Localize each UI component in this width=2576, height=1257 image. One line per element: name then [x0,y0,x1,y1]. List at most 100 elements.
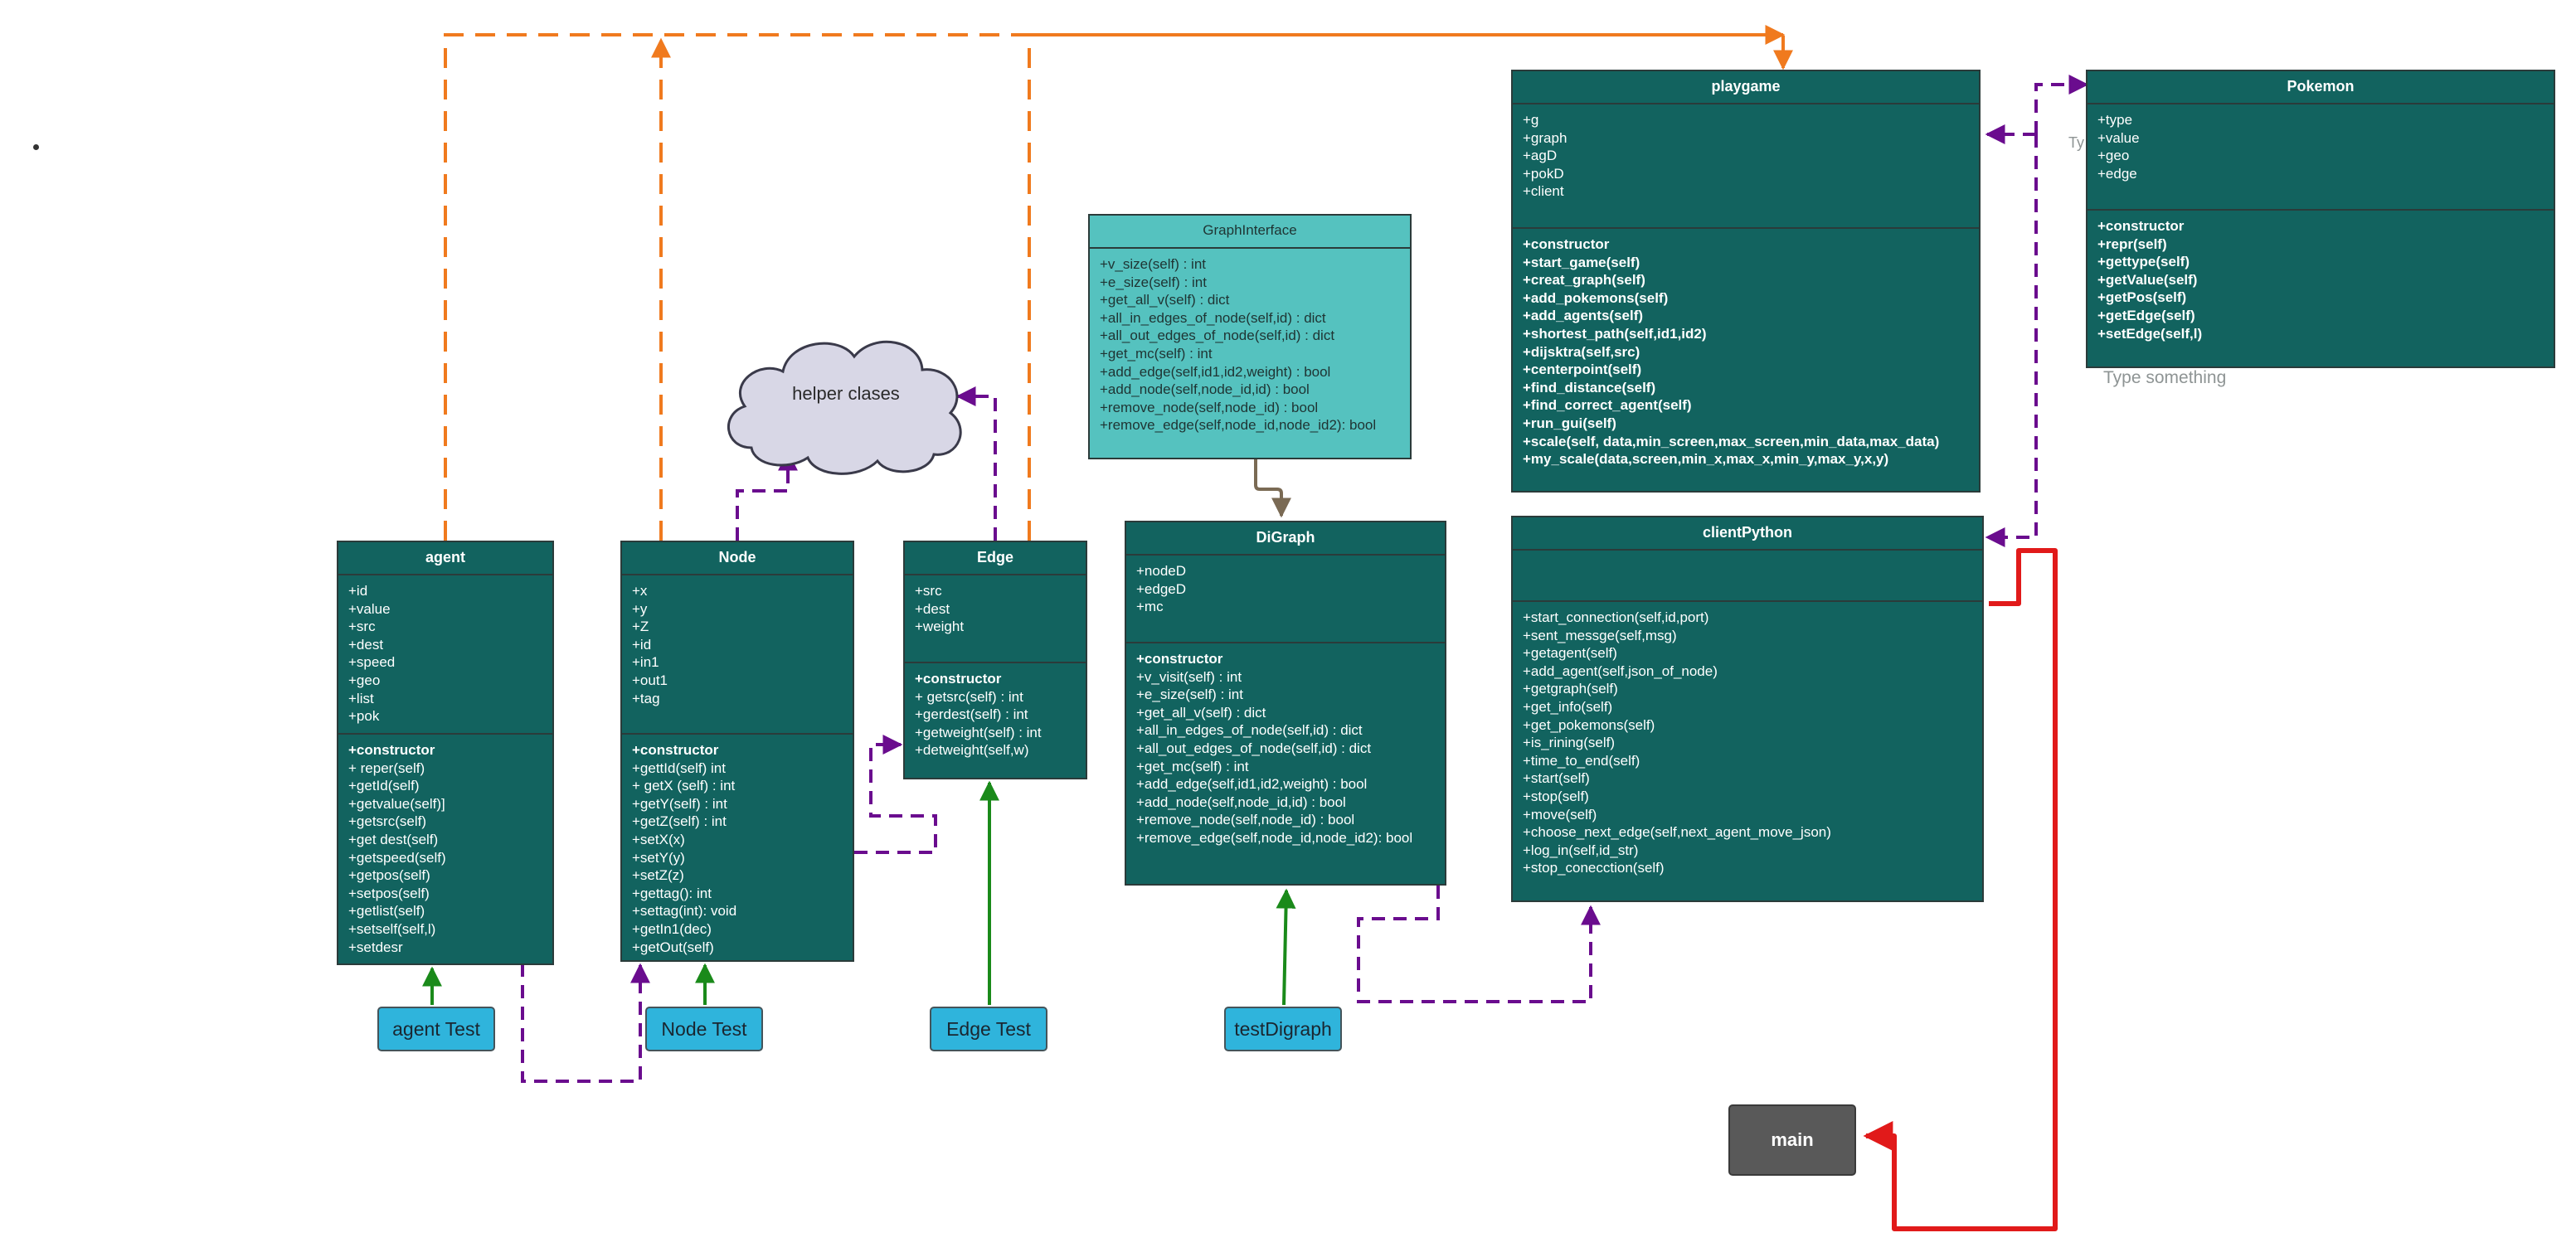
member-line: +choose_next_edge(self,next_agent_move_j… [1523,824,1831,841]
pokemon-attributes: +type+value+geo+edge [2088,104,2554,209]
member-line: +e_size(self) : int [1136,687,1243,703]
agent-class-title: agent [338,542,552,575]
member-line: +get_all_v(self) : dict [1100,292,1230,308]
member-line: +remove_edge(self,node_id,node_id2): boo… [1136,829,1413,846]
edge-to-helper-connector [955,386,997,541]
member-line: +find_correct_agent(self) [1523,397,1692,414]
member-line: +constructor [348,742,435,758]
member-line: +e_size(self) : int [1100,274,1207,290]
agent-test-button[interactable]: agent Test [377,1007,495,1051]
member-line: +setdesr [348,939,403,955]
helper-classes-cloud[interactable] [727,340,962,475]
member-line: +type [2097,112,2133,128]
client-python-class[interactable]: clientPython +start_connection(self,id,p… [1511,516,1984,902]
agent-attributes: +id+value+src+dest+speed+geo+list+pok [338,575,552,733]
member-line: +gettype(self) [2097,254,2190,270]
digraph-to-client-connector [1357,886,1601,1003]
playgame-attributes: +g+graph+agD+pokD+client [1513,104,1979,227]
client-python-methods: +start_connection(self,id,port)+sent_mes… [1513,600,1982,881]
member-line: +getY(self) : int [632,795,727,812]
node-class[interactable]: Node +x+y+Z+id+in1+out1+tag +constructor… [620,541,854,962]
member-line: +agD [1523,148,1558,164]
member-line: +repr(self) [2097,235,2167,252]
member-line: +dijsktra(self,src) [1523,343,1640,360]
member-line: +all_in_edges_of_node(self,id) : dict [1100,309,1326,326]
agent-methods: +constructor+ reper(self)+getId(self)+ge… [338,733,552,959]
member-line: +getOut(self) [632,939,714,955]
member-line: +add_pokemons(self) [1523,289,1669,306]
pokemon-class[interactable]: Pokemon +type+value+geo+edge +constructo… [2086,70,2555,368]
member-line: +v_size(self) : int [1100,256,1207,272]
member-line: +get dest(self) [348,831,439,847]
playgame-class[interactable]: playgame +g+graph+agD+pokD+client +const… [1511,70,1981,493]
playgame-to-pokemon-connector [2034,75,2089,134]
member-line: +add_agent(self,json_of_node) [1523,662,1718,679]
node-class-title: Node [622,542,853,575]
digraph-methods: +constructor+v_visit(self) : int+e_size(… [1126,642,1445,851]
edge-test-button[interactable]: Edge Test [930,1007,1047,1051]
edge-attributes: +src+dest+weight [905,575,1086,662]
member-line: +graph [1523,129,1567,146]
member-line: +is_rining(self) [1523,735,1616,751]
member-line: +constructor [1523,236,1610,252]
edge-methods: +constructor+ getsrc(self) : int+gerdest… [905,662,1086,763]
member-line: +value [2097,129,2140,146]
member-line: +getPos(self) [2097,289,2187,306]
client-python-title: clientPython [1513,517,1982,551]
member-line: +v_visit(self) : int [1136,668,1242,685]
member-line: +weight [915,619,965,635]
node-to-edge-connector [854,735,937,854]
member-line: +stop(self) [1523,788,1589,804]
member-line: +time_to_end(self) [1523,752,1640,769]
graph-interface-class[interactable]: GraphInterface +v_size(self) : int +e_siz… [1088,214,1412,459]
member-line: +g [1523,112,1539,128]
member-line: +add_node(self,node_id,id) : bool [1136,794,1346,810]
member-line: +x [632,583,648,599]
member-line: +getweight(self) : int [915,724,1042,740]
agent-class[interactable]: agent +id+value+src+dest+speed+geo+list+… [337,541,554,965]
member-line: +gerdest(self) : int [915,706,1028,723]
member-line: +start_connection(self,id,port) [1523,609,1709,625]
member-line: +out1 [632,672,668,688]
member-line: +mc [1136,599,1164,615]
member-line: +all_out_edges_of_node(self,id) : dict [1136,740,1372,756]
member-line: +scale(self, data,min_screen,max_screen,… [1523,433,1940,449]
member-line: +add_node(self,node_id,id) : bool [1100,381,1310,398]
member-line: +run_gui(self) [1523,415,1616,431]
client-to-main-connector [1863,548,2058,1231]
member-line: +all_out_edges_of_node(self,id) : dict [1100,328,1335,344]
digraph-class[interactable]: DiGraph +nodeD+edgeD+mc +constructor+v_v… [1125,521,1446,886]
member-line: +speed [348,654,396,671]
member-line: +id [632,636,652,653]
member-line: +get_all_v(self) : dict [1136,704,1266,721]
member-line: +get_info(self) [1523,698,1613,715]
member-line: +setEdge(self,l) [2097,325,2203,342]
testdigraph-link [1276,888,1296,1006]
member-line: +getEdge(self) [2097,307,2195,323]
member-line: +add_edge(self,id1,id2,weight) : bool [1136,776,1368,793]
member-line: +setpos(self) [348,885,430,901]
member-line: + reper(self) [348,760,425,776]
member-line: +y [632,600,648,617]
member-line: +all_in_edges_of_node(self,id) : dict [1136,722,1363,739]
member-line: +nodeD [1136,563,1187,579]
digraph-class-title: DiGraph [1126,522,1445,556]
member-line: +list [348,690,374,706]
node-attributes: +x+y+Z+id+in1+out1+tag [622,575,853,733]
edge-class-title: Edge [905,542,1086,575]
playgame-class-title: playgame [1513,71,1979,104]
member-line: +value [348,600,391,617]
graph-interface-title: GraphInterface [1090,216,1410,249]
main-button[interactable]: main [1728,1104,1856,1176]
member-line: +dest [348,636,384,653]
digraph-attributes: +nodeD+edgeD+mc [1126,556,1445,642]
member-line: +getspeed(self) [348,849,446,866]
edge-class[interactable]: Edge +src+dest+weight +constructor+ gets… [903,541,1087,779]
interface-to-digraph-connector [1254,459,1291,518]
placeholder-note[interactable]: Type something [2103,368,2227,387]
member-line: +shortest_path(self,id1,id2) [1523,325,1707,342]
test-digraph-button[interactable]: testDigraph [1224,1007,1342,1051]
edge-to-playgame-connector [1028,33,1793,541]
member-line: +getlist(self) [348,903,425,920]
node-test-button[interactable]: Node Test [645,1007,763,1051]
